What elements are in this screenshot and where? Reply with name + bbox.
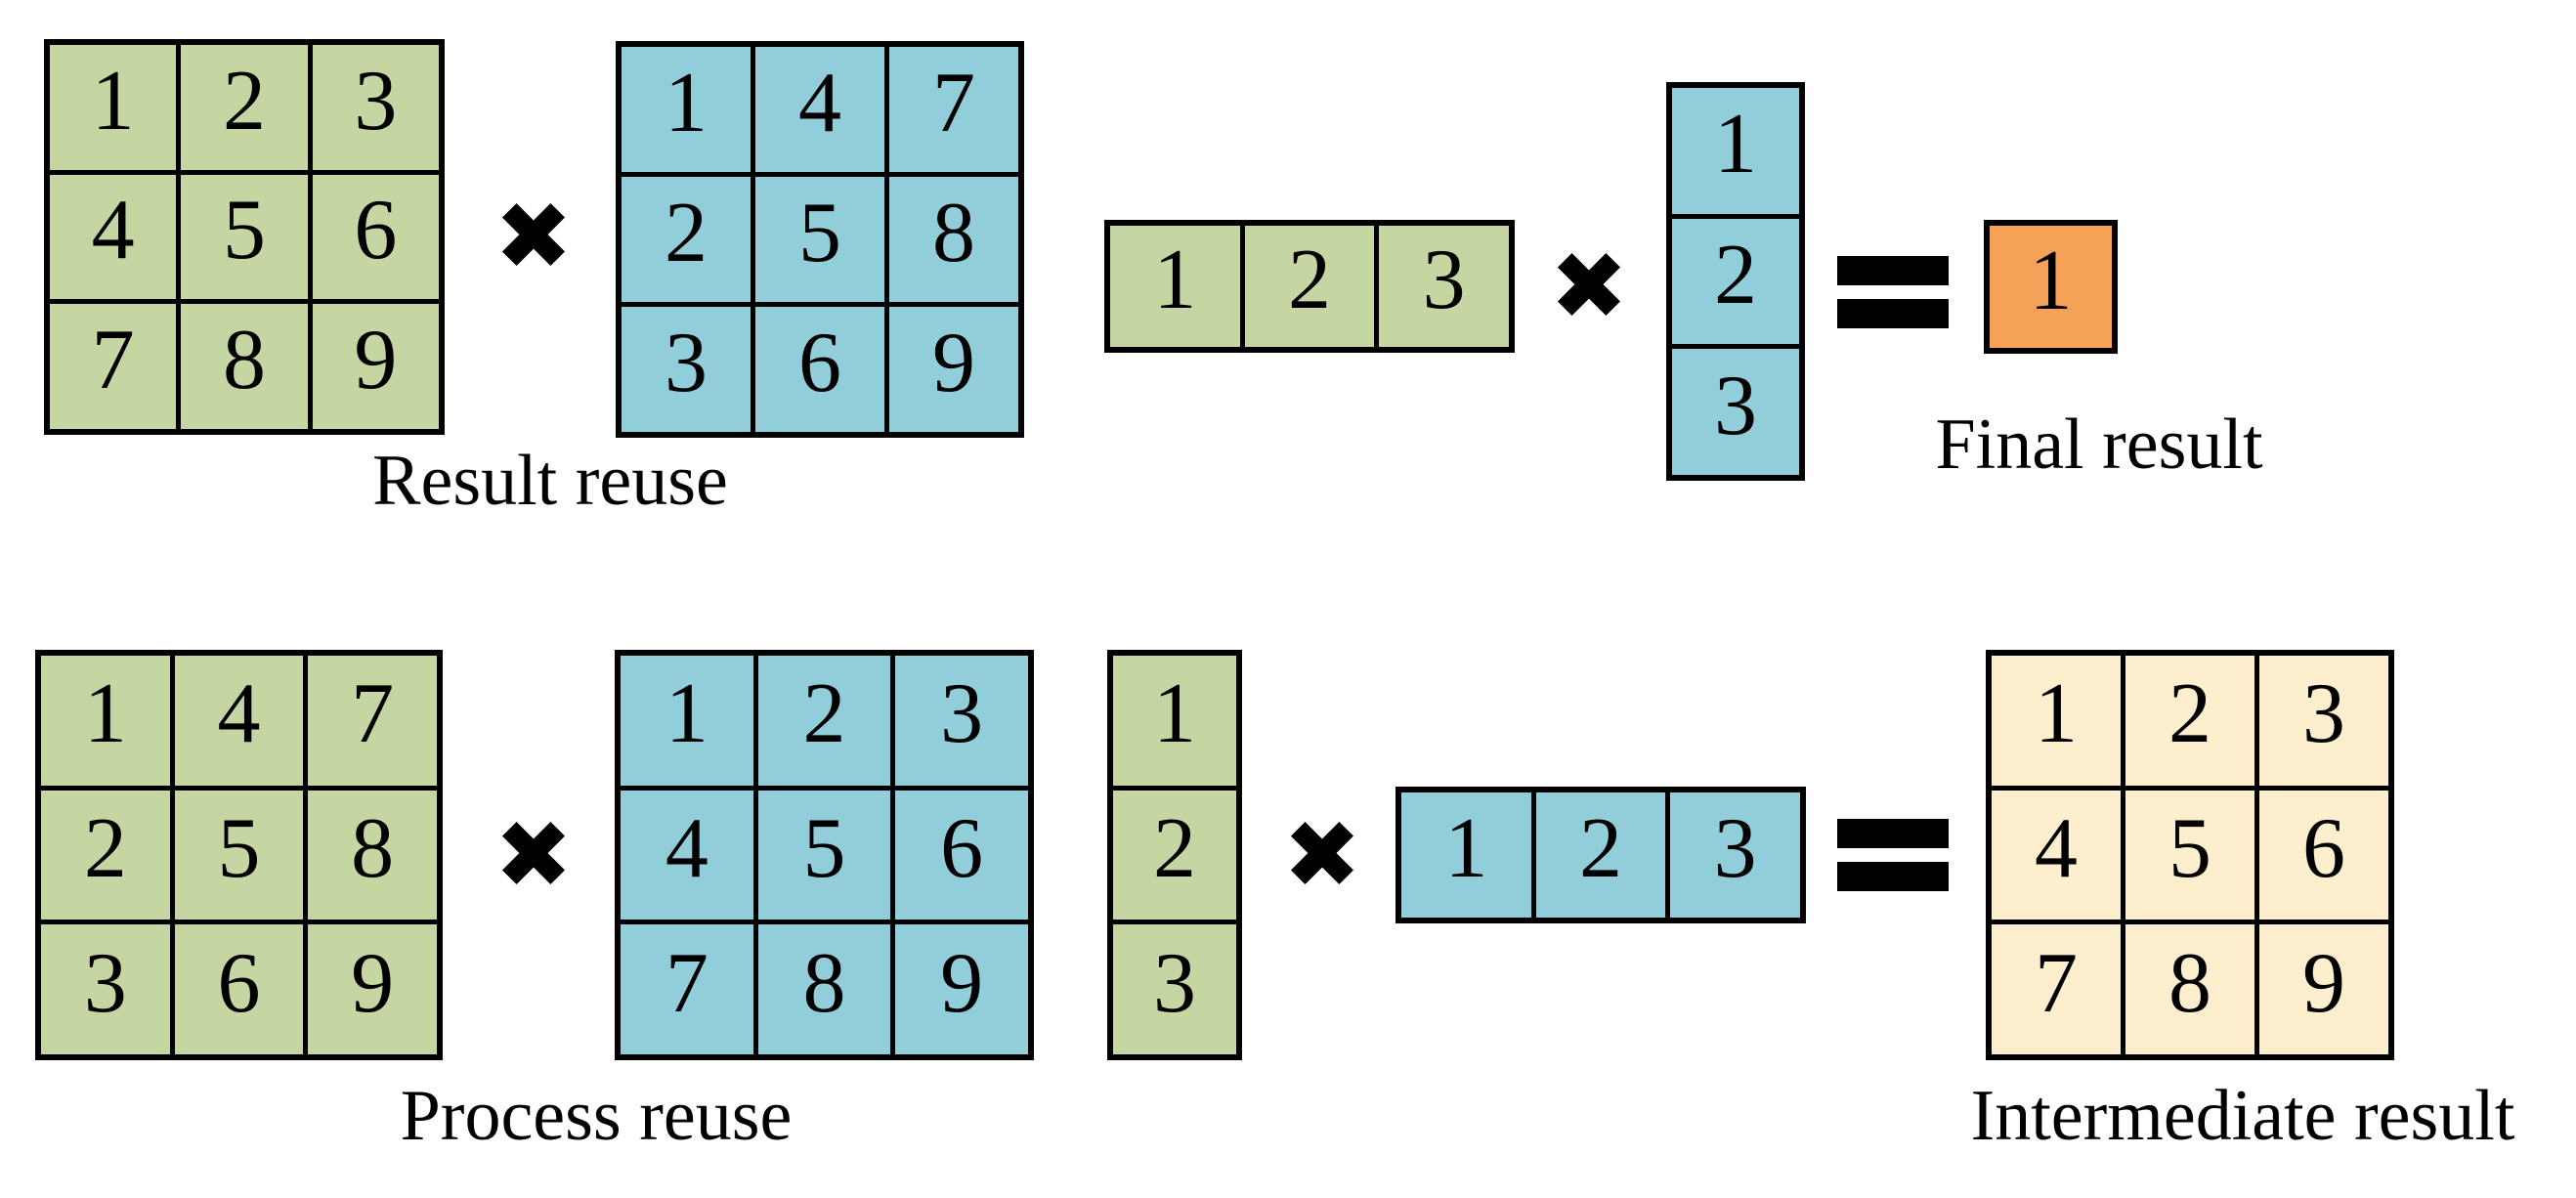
matrix-cell: 9 [2259, 924, 2388, 1054]
matrix-cell: 7 [889, 47, 1018, 172]
vector-cell: 2 [1113, 790, 1236, 920]
vector-cell: 3 [1670, 792, 1800, 918]
matrix-cell: 2 [181, 45, 308, 170]
vector-cell: 2 [1244, 226, 1375, 347]
multiply-icon: ✖ [494, 800, 574, 910]
matrix-cell: 6 [312, 174, 439, 300]
matrix-cell: 2 [2125, 656, 2254, 786]
matrix-cell: 3 [312, 45, 439, 170]
final-result-cell: 1 [1984, 220, 2118, 354]
vector-cell: 3 [1113, 924, 1236, 1054]
intermediate-blue-row-vector: 1 2 3 [1395, 787, 1806, 923]
equals-bar [1837, 819, 1949, 848]
matrix-cell: 4 [621, 790, 753, 920]
matrix-cell: 3 [622, 307, 751, 432]
matrix-cell: 7 [50, 304, 177, 429]
matrix-cell: 9 [889, 307, 1018, 432]
equals-bar [1837, 299, 1949, 328]
matrix-cell: 1 [621, 656, 753, 786]
matrix-cell: 1 [1992, 656, 2121, 786]
vector-cell: 1 [1672, 88, 1799, 214]
result-reuse-green-matrix: 1 2 3 4 5 6 7 8 9 [44, 39, 445, 435]
vector-cell: 3 [1379, 226, 1509, 347]
matrix-cell: 2 [757, 656, 891, 786]
final-green-row-vector: 1 2 3 [1104, 220, 1515, 353]
matrix-cell: 2 [41, 790, 170, 920]
matrix-cell: 8 [2125, 924, 2254, 1054]
matrix-cell: 5 [174, 790, 304, 920]
vector-cell: 3 [1672, 349, 1799, 475]
matrix-cell: 8 [889, 177, 1018, 302]
matrix-cell: 4 [174, 656, 304, 786]
final-blue-col-vector: 1 2 3 [1666, 82, 1805, 481]
equals-icon [1837, 256, 1949, 328]
process-reuse-green-matrix: 1 4 7 2 5 8 3 6 9 [35, 650, 443, 1060]
matrix-cell: 2 [622, 177, 751, 302]
matrix-cell: 5 [757, 790, 891, 920]
process-reuse-blue-matrix: 1 2 3 4 5 6 7 8 9 [615, 650, 1034, 1060]
matrix-cell: 6 [2259, 790, 2388, 920]
multiply-icon: ✖ [1282, 800, 1362, 910]
vector-cell: 1 [1113, 656, 1236, 786]
vector-cell: 1 [1401, 792, 1531, 918]
vector-cell: 1 [1110, 226, 1240, 347]
result-reuse-blue-matrix: 1 4 7 2 5 8 3 6 9 [616, 41, 1024, 438]
matrix-cell: 5 [755, 177, 884, 302]
matrix-cell: 6 [755, 307, 884, 432]
matrix-cell: 5 [2125, 790, 2254, 920]
matrix-cell: 1 [50, 45, 177, 170]
vector-cell: 2 [1672, 218, 1799, 345]
matrix-cell: 7 [621, 924, 753, 1054]
equals-icon [1837, 819, 1949, 891]
matrix-cell: 3 [895, 656, 1028, 786]
equals-bar [1837, 862, 1949, 891]
equals-bar [1837, 256, 1949, 285]
result-value: 1 [1990, 226, 2112, 348]
matrix-cell: 7 [1992, 924, 2121, 1054]
matrix-cell: 3 [2259, 656, 2388, 786]
matrix-cell: 5 [181, 174, 308, 300]
matrix-cell: 9 [895, 924, 1028, 1054]
matrix-cell: 7 [308, 656, 437, 786]
process-reuse-label: Process reuse [400, 1076, 793, 1156]
intermediate-green-col-vector: 1 2 3 [1107, 650, 1242, 1060]
result-reuse-label: Result reuse [372, 441, 728, 521]
matrix-cell: 6 [174, 924, 304, 1054]
matrix-cell: 9 [312, 304, 439, 429]
matrix-cell: 8 [308, 790, 437, 920]
matrix-cell: 1 [622, 47, 751, 172]
matrix-cell: 4 [755, 47, 884, 172]
intermediate-result-label: Intermediate result [1970, 1076, 2515, 1156]
intermediate-result-matrix: 1 2 3 4 5 6 7 8 9 [1986, 650, 2394, 1060]
multiply-icon: ✖ [494, 182, 574, 291]
matrix-cell: 8 [757, 924, 891, 1054]
vector-cell: 2 [1535, 792, 1666, 918]
matrix-cell: 9 [308, 924, 437, 1054]
matrix-cell: 4 [50, 174, 177, 300]
matrix-cell: 1 [41, 656, 170, 786]
matrix-cell: 4 [1992, 790, 2121, 920]
final-result-label: Final result [1935, 405, 2263, 485]
multiply-icon: ✖ [1549, 232, 1629, 341]
matrix-cell: 3 [41, 924, 170, 1054]
matrix-cell: 6 [895, 790, 1028, 920]
matrix-cell: 8 [181, 304, 308, 429]
